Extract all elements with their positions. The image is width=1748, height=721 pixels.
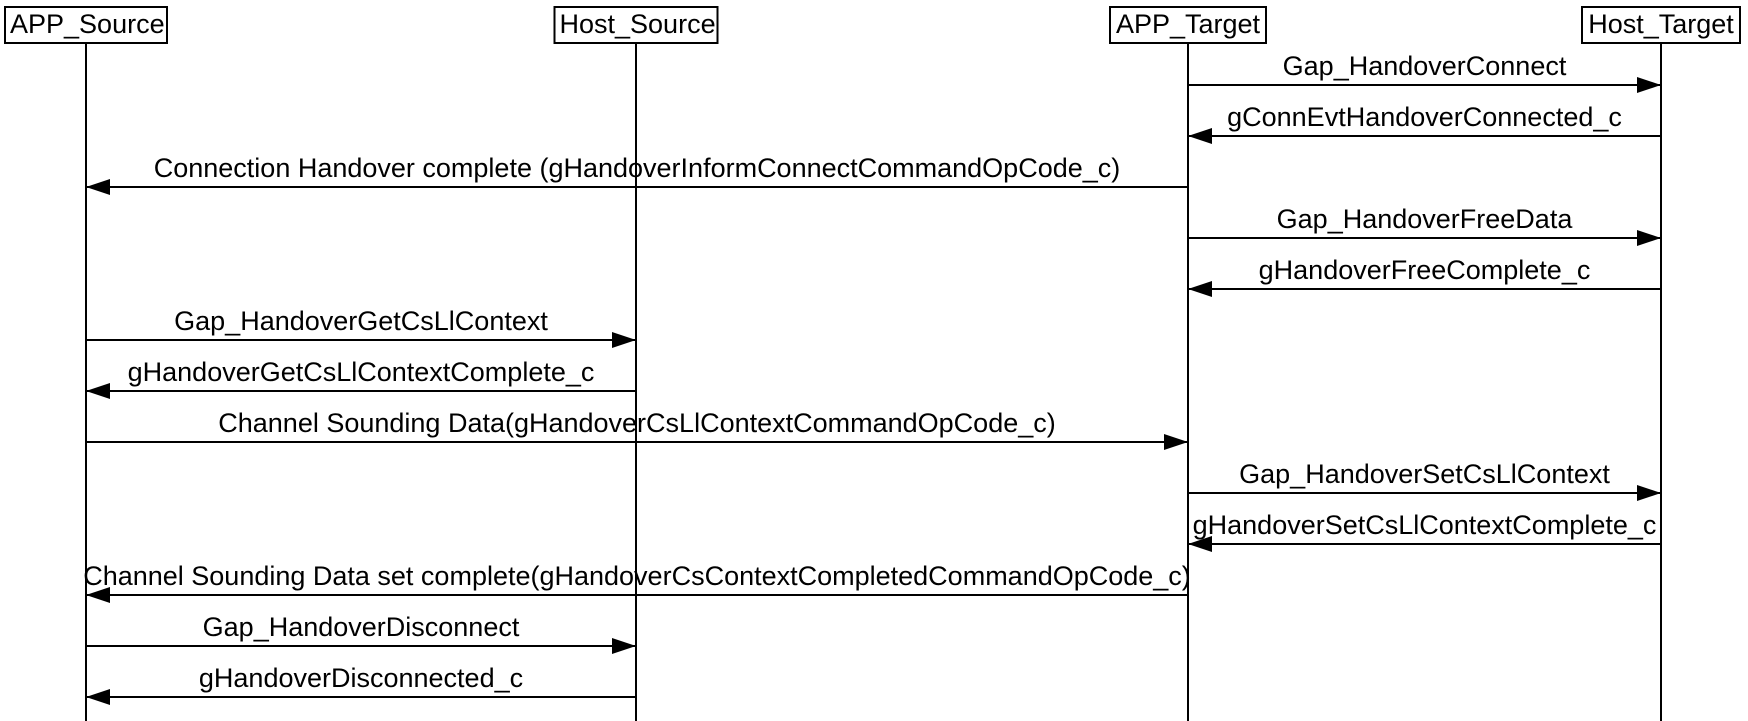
message-label: Gap_HandoverDisconnect — [202, 612, 520, 642]
message-line — [1188, 543, 1661, 545]
message-label: Gap_HandoverFreeData — [1276, 204, 1573, 234]
message-arrowhead-icon — [612, 332, 636, 348]
message-arrowhead-icon — [86, 587, 110, 603]
message-arrowhead-icon — [1637, 230, 1661, 246]
message-arrowhead-icon — [1188, 128, 1212, 144]
message-label: Channel Sounding Data(gHandoverCsLlConte… — [218, 408, 1056, 438]
message-line — [86, 186, 1188, 188]
actor-box-host-source: Host_Source — [553, 6, 719, 44]
message-label: gConnEvtHandoverConnected_c — [1227, 102, 1622, 132]
message-line — [86, 339, 636, 341]
message-arrowhead-icon — [1164, 434, 1188, 450]
message-line — [1188, 492, 1661, 494]
message-line — [1188, 288, 1661, 290]
message-label: gHandoverFreeComplete_c — [1258, 255, 1591, 285]
message-label: Gap_HandoverGetCsLlContext — [174, 306, 548, 336]
actor-box-app-source: APP_Source — [4, 6, 168, 44]
message-line — [86, 645, 636, 647]
message-line — [86, 390, 636, 392]
message-line — [1188, 237, 1661, 239]
message-arrowhead-icon — [1188, 536, 1212, 552]
message-line — [86, 696, 636, 698]
message-label: gHandoverSetCsLlContextComplete_c — [1192, 510, 1657, 540]
message-label: gHandoverDisconnected_c — [198, 663, 524, 693]
actor-box-host-target: Host_Target — [1581, 6, 1741, 44]
message-arrowhead-icon — [86, 383, 110, 399]
message-label: gHandoverGetCsLlContextComplete_c — [127, 357, 595, 387]
message-label: Channel Sounding Data set complete(gHand… — [83, 561, 1191, 591]
lifeline-app-source — [85, 44, 87, 721]
message-line — [1188, 135, 1661, 137]
message-arrowhead-icon — [1637, 77, 1661, 93]
lifeline-host-source — [635, 44, 637, 721]
message-arrowhead-icon — [86, 689, 110, 705]
message-line — [86, 594, 1188, 596]
message-arrowhead-icon — [1188, 281, 1212, 297]
message-label: Gap_HandoverConnect — [1282, 51, 1567, 81]
message-line — [86, 441, 1188, 443]
message-arrowhead-icon — [612, 638, 636, 654]
lifeline-host-target — [1660, 44, 1662, 721]
message-label: Gap_HandoverSetCsLlContext — [1239, 459, 1610, 489]
actor-box-app-target: APP_Target — [1109, 6, 1267, 44]
message-arrowhead-icon — [1637, 485, 1661, 501]
message-line — [1188, 84, 1661, 86]
message-arrowhead-icon — [86, 179, 110, 195]
lifeline-app-target — [1187, 44, 1189, 721]
message-label: Connection Handover complete (gHandoverI… — [153, 153, 1121, 183]
